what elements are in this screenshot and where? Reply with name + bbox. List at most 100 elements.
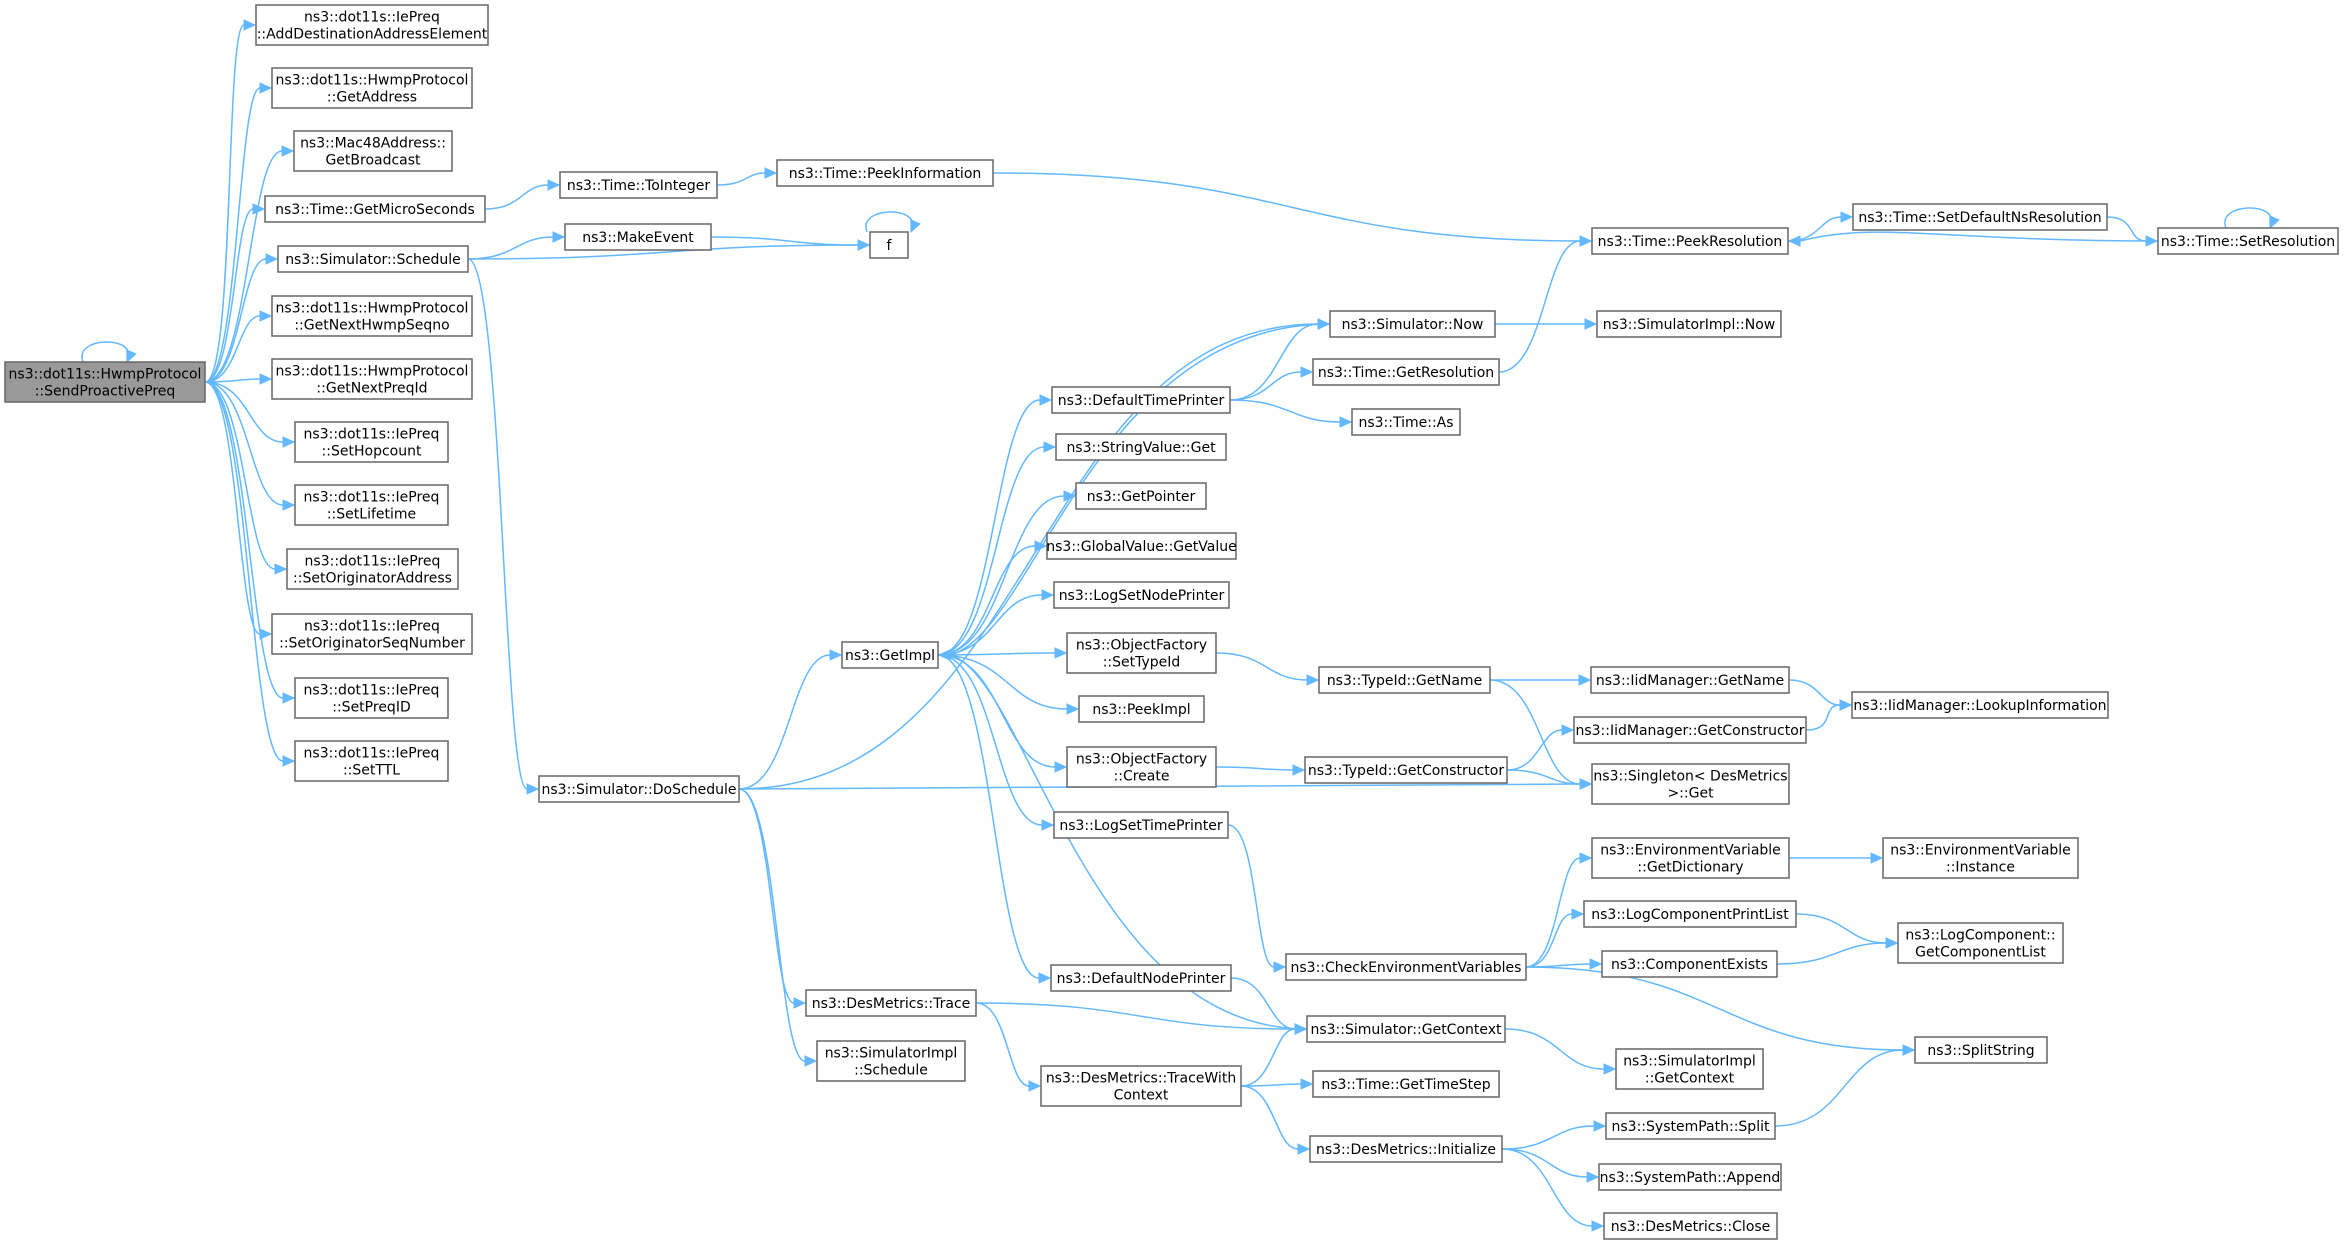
edge-do-schedule-to-get-impl [738, 649, 843, 790]
node-sys-split[interactable]: ns3::SystemPath::Split [1605, 1112, 1776, 1140]
node-box [294, 484, 449, 526]
node-iid-get-name[interactable]: ns3::IidManager::GetName [1590, 666, 1790, 694]
edge-make-event-to-f [710, 236, 871, 251]
node-label: ns3::SimulatorImpl [1623, 1054, 1756, 1070]
node-set-def-ns[interactable]: ns3::Time::SetDefaultNsResolution [1852, 203, 2108, 231]
node-log-set-node[interactable]: ns3::LogSetNodePrinter [1053, 581, 1230, 609]
node-singleton-get[interactable]: ns3::Singleton< DesMetrics>::Get [1591, 763, 1790, 805]
node-next-preq[interactable]: ns3::dot11s::HwmpProtocol::GetNextPreqId [271, 358, 473, 400]
node-set-preq-id[interactable]: ns3::dot11s::IePreq::SetPreqID [294, 677, 449, 719]
node-des-trace[interactable]: ns3::DesMetrics::Trace [805, 989, 977, 1017]
node-time-as[interactable]: ns3::Time::As [1351, 408, 1461, 436]
node-box [1583, 900, 1797, 928]
node-set-life[interactable]: ns3::dot11s::IePreq::SetLifetime [294, 484, 449, 526]
node-iid-get-ctor[interactable]: ns3::IidManager::GetConstructor [1573, 716, 1807, 744]
node-des-close[interactable]: ns3::DesMetrics::Close [1603, 1212, 1778, 1240]
node-of-create[interactable]: ns3::ObjectFactory::Create [1066, 746, 1217, 788]
node-get-impl[interactable]: ns3::GetImpl [841, 641, 939, 669]
node-des-init[interactable]: ns3::DesMetrics::Initialize [1309, 1135, 1503, 1163]
node-label: ns3::IidManager::GetConstructor [1575, 723, 1804, 739]
node-sim-impl-schedule[interactable]: ns3::SimulatorImpl::Schedule [816, 1040, 966, 1082]
node-label: ns3::Time::SetResolution [2161, 234, 2335, 250]
node-label: ns3::IidManager::GetName [1596, 673, 1784, 689]
node-label: ::AddDestinationAddressElement [257, 27, 488, 43]
node-box [1603, 1212, 1778, 1240]
node-box [1066, 746, 1217, 788]
node-of-set-type-id[interactable]: ns3::ObjectFactory::SetTypeId [1066, 632, 1217, 674]
edge-log-set-time-to-check-env [1227, 824, 1287, 973]
node-label: ns3::dot11s::HwmpProtocol [276, 73, 469, 89]
edge-get-resolution-to-peek-res [1498, 235, 1593, 373]
node-env-get-dict[interactable]: ns3::EnvironmentVariable::GetDictionary [1591, 837, 1790, 879]
node-env-instance[interactable]: ns3::EnvironmentVariable::Instance [1882, 837, 2079, 879]
node-set-orig-addr[interactable]: ns3::dot11s::IePreq::SetOriginatorAddres… [286, 548, 459, 590]
node-type-get-ctor[interactable]: ns3::TypeId::GetConstructor [1304, 756, 1508, 784]
node-type-get-name[interactable]: ns3::TypeId::GetName [1318, 666, 1491, 694]
edge-root-to-set-hop [204, 381, 296, 448]
node-box [1053, 581, 1230, 609]
node-peek-res[interactable]: ns3::Time::PeekResolution [1591, 227, 1789, 255]
node-get-micro[interactable]: ns3::Time::GetMicroSeconds [264, 195, 486, 223]
node-box [1897, 922, 2064, 964]
node-global-get-value[interactable]: ns3::GlobalValue::GetValue [1046, 532, 1237, 560]
edge-check-env-to-log-comp-print [1525, 908, 1585, 968]
node-set-hop[interactable]: ns3::dot11s::IePreq::SetHopcount [294, 421, 449, 463]
node-make-event[interactable]: ns3::MakeEvent [564, 223, 712, 251]
node-label: ::Instance [1946, 860, 2015, 876]
node-label: Context [1114, 1088, 1169, 1104]
node-def-node-printer[interactable]: ns3::DefaultNodePrinter [1050, 964, 1232, 992]
node-label: ns3::Time::GetTimeStep [1321, 1077, 1490, 1093]
node-log-comp-print[interactable]: ns3::LogComponentPrintList [1583, 900, 1797, 928]
node-sim-get-context[interactable]: ns3::Simulator::GetContext [1306, 1015, 1506, 1043]
node-label: ns3::Time::PeekResolution [1598, 234, 1783, 250]
node-sim-now[interactable]: ns3::Simulator::Now [1329, 310, 1496, 338]
node-peek-info[interactable]: ns3::Time::PeekInformation [776, 159, 994, 187]
node-label: ::Schedule [854, 1063, 928, 1079]
node-split-string[interactable]: ns3::SplitString [1914, 1036, 2048, 1064]
node-box [4, 361, 206, 403]
node-label: ns3::Time::As [1358, 415, 1453, 431]
node-check-env[interactable]: ns3::CheckEnvironmentVariables [1285, 953, 1527, 981]
node-sys-append[interactable]: ns3::SystemPath::Append [1598, 1163, 1782, 1191]
edge-get-impl-to-string-get [937, 441, 1057, 656]
node-next-seq[interactable]: ns3::dot11s::HwmpProtocol::GetNextHwmpSe… [271, 295, 473, 337]
node-peek-impl[interactable]: ns3::PeekImpl [1078, 695, 1205, 723]
node-do-schedule[interactable]: ns3::Simulator::DoSchedule [538, 775, 740, 803]
node-iid-lookup[interactable]: ns3::IidManager::LookupInformation [1851, 691, 2109, 719]
node-label: ::Create [1114, 769, 1170, 785]
node-box [1914, 1036, 2048, 1064]
node-log-comp-list[interactable]: ns3::LogComponent::GetComponentList [1897, 922, 2064, 964]
edge-comp-exists-to-log-comp-list [1776, 937, 1899, 965]
node-string-get[interactable]: ns3::StringValue::Get [1055, 433, 1227, 461]
node-get-pointer[interactable]: ns3::GetPointer [1075, 482, 1207, 510]
edge-root-to-root [81, 341, 137, 364]
node-get-resolution[interactable]: ns3::Time::GetResolution [1312, 358, 1500, 386]
node-get-broadcast[interactable]: ns3::Mac48Address::GetBroadcast [293, 130, 453, 172]
node-root: ns3::dot11s::HwmpProtocol::SendProactive… [4, 361, 206, 403]
node-label: ns3::dot11s::IePreq [304, 10, 440, 26]
node-box [1596, 310, 1782, 338]
node-get-time-step[interactable]: ns3::Time::GetTimeStep [1312, 1070, 1500, 1098]
node-f[interactable]: f [869, 231, 909, 259]
node-schedule[interactable]: ns3::Simulator::Schedule [277, 245, 469, 273]
node-set-ttl[interactable]: ns3::dot11s::IePreq::SetTTL [294, 740, 449, 782]
node-to-integer[interactable]: ns3::Time::ToInteger [559, 171, 718, 199]
edge-root-to-set-orig-addr [204, 381, 288, 575]
node-set-orig-seq[interactable]: ns3::dot11s::IePreq::SetOriginatorSeqNum… [271, 613, 473, 655]
node-add-dest[interactable]: ns3::dot11s::IePreq::AddDestinationAddre… [255, 4, 489, 46]
node-box [1851, 691, 2109, 719]
node-comp-exists[interactable]: ns3::ComponentExists [1601, 950, 1778, 978]
node-log-set-time[interactable]: ns3::LogSetTimePrinter [1053, 811, 1229, 839]
node-sim-impl-get-ctx[interactable]: ns3::SimulatorImpl::GetContext [1615, 1048, 1764, 1090]
edge-root-to-set-orig-seq [204, 381, 273, 640]
edge-des-trace-to-trace-with-ctx [975, 1002, 1042, 1092]
node-sim-impl-now[interactable]: ns3::SimulatorImpl::Now [1596, 310, 1782, 338]
node-box [1046, 532, 1237, 560]
node-label: ns3::SystemPath::Split [1612, 1119, 1770, 1135]
node-def-time-printer[interactable]: ns3::DefaultTimePrinter [1051, 386, 1231, 414]
node-box [1591, 227, 1789, 255]
node-get-address[interactable]: ns3::dot11s::HwmpProtocol::GetAddress [271, 67, 473, 109]
node-label: ::SetTypeId [1103, 655, 1181, 671]
node-set-res[interactable]: ns3::Time::SetResolution [2157, 227, 2339, 255]
